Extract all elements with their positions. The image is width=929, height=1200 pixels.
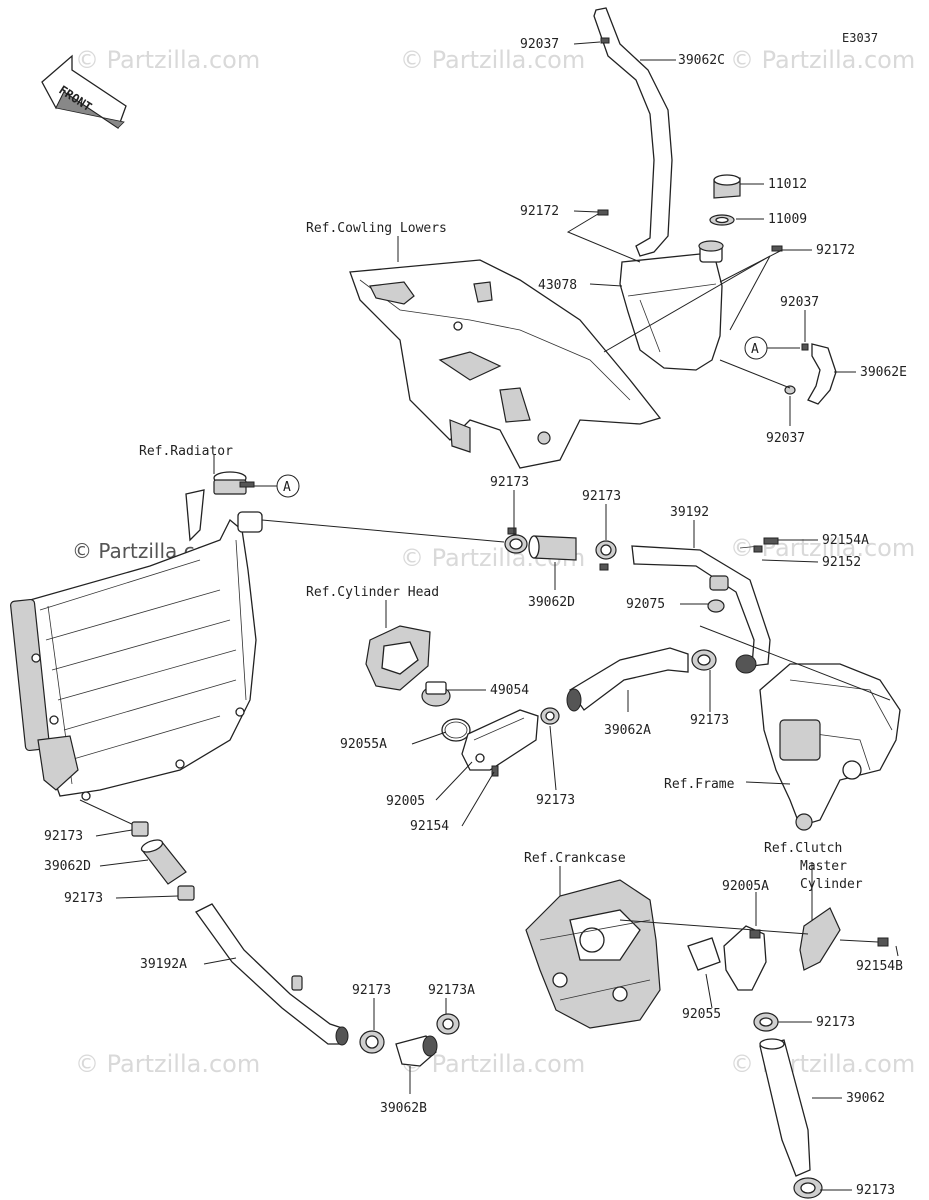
ref-clutch-cylinder: Cylinder [800,877,863,892]
label-39192: 39192 [670,505,709,520]
ref-clutch-master: Master [800,859,847,874]
upper-hose-assembly [261,519,779,725]
label-43078: 43078 [538,278,577,293]
leader-lines [95,41,899,1191]
label-39062c: 39062C [678,53,725,68]
label-92055a: 92055A [340,737,387,752]
clutch-water-pipe [619,907,889,1199]
frame [699,625,901,831]
label-92172: 92172 [520,204,559,219]
label-92154: 92154 [410,819,449,834]
ref-clutch: Ref.Clutch [764,841,842,856]
label-92173: 92173 [352,983,391,998]
label-92005a: 92005A [722,879,769,894]
label-92172: 92172 [816,243,855,258]
label-92037: 92037 [780,295,819,310]
label-39062a: 39062A [604,723,651,738]
reservoir-tank [593,7,837,405]
ref-cowling-lowers: Ref.Cowling Lowers [306,221,447,236]
watermark: © Partzilla.com [730,46,915,74]
front-arrow-icon: FRONT [41,54,127,129]
watermark: © Partzilla.com [75,1050,260,1078]
label-49054: 49054 [490,683,529,698]
label-92173: 92173 [582,489,621,504]
label-92173: 92173 [856,1183,895,1198]
cowling-lowers [349,259,662,469]
connector-label: A [751,342,759,357]
ref-crankcase: Ref.Crankcase [524,851,626,866]
label-92055: 92055 [682,1007,721,1022]
label-92037: 92037 [766,431,805,446]
label-39062d: 39062D [44,859,91,874]
label-39062d: 39062D [528,595,575,610]
label-11012: 11012 [768,177,807,192]
label-39062b: 39062B [380,1101,427,1116]
label-92173: 92173 [64,891,103,906]
ref-frame: Ref.Frame [664,777,735,792]
lower-hose-assembly [79,799,460,1067]
watermark: © Partzilla.com [730,1050,915,1078]
label-92173: 92173 [536,793,575,808]
connector-label: A [283,480,291,495]
label-92037: 92037 [520,37,559,52]
label-92173: 92173 [490,475,529,490]
label-92173: 92173 [816,1015,855,1030]
label-92173: 92173 [44,829,83,844]
thermostat-housing [365,625,539,777]
label-92154a: 92154A [822,533,869,548]
part-labels: 92037 39062C 11012 11009 92172 92172 430… [44,37,907,1198]
crankcase [525,879,661,1029]
label-92154b: 92154B [856,959,903,974]
label-92005: 92005 [386,794,425,809]
label-92075: 92075 [626,597,665,612]
label-39062: 39062 [846,1091,885,1106]
diagram-code: E3037 [842,31,878,45]
radiator [10,471,263,801]
label-92173: 92173 [690,713,729,728]
label-92152: 92152 [822,555,861,570]
watermark: © Partzilla.com [400,46,585,74]
label-39192a: 39192A [140,957,187,972]
label-39062e: 39062E [860,365,907,380]
watermark: © Partzilla.com [75,46,260,74]
connector-a: A A [254,336,800,498]
label-11009: 11009 [768,212,807,227]
ref-radiator: Ref.Radiator [139,444,233,459]
ref-cylinder-head: Ref.Cylinder Head [306,585,439,600]
label-92173a: 92173A [428,983,475,998]
